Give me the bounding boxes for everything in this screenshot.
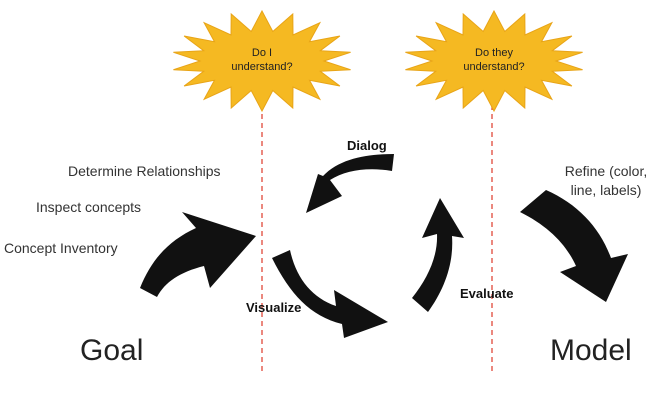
step-determine-relationships: Determine Relationships — [68, 163, 221, 179]
right-starburst — [405, 9, 583, 113]
goal-arrow — [140, 212, 256, 297]
step-inspect-concepts: Inspect concepts — [36, 199, 142, 215]
refine-line-2: line, labels) — [570, 182, 642, 198]
step-concept-inventory: Concept Inventory — [4, 240, 118, 256]
dialog-label: Dialog — [347, 138, 387, 153]
left-burst-line-2: understand? — [231, 61, 293, 73]
visualize-label: Visualize — [246, 300, 302, 315]
left-starburst — [173, 9, 351, 113]
left-starburst-label: Do I understand? — [218, 46, 306, 74]
refine-line-1: Refine (color, — [564, 163, 648, 179]
model-arrow — [520, 190, 628, 302]
visualize-arrow — [272, 250, 388, 338]
goal-label: Goal — [80, 334, 144, 367]
right-burst-line-2: understand? — [463, 61, 525, 73]
evaluate-arrow — [412, 198, 464, 312]
model-label: Model — [550, 334, 632, 367]
refine-label: Refine (color, line, labels) — [552, 162, 660, 200]
right-starburst-label: Do they understand? — [450, 46, 538, 74]
left-burst-line-1: Do I — [251, 47, 273, 59]
dialog-arrow — [306, 154, 394, 213]
evaluate-label: Evaluate — [460, 286, 514, 301]
right-burst-line-1: Do they — [475, 47, 513, 59]
